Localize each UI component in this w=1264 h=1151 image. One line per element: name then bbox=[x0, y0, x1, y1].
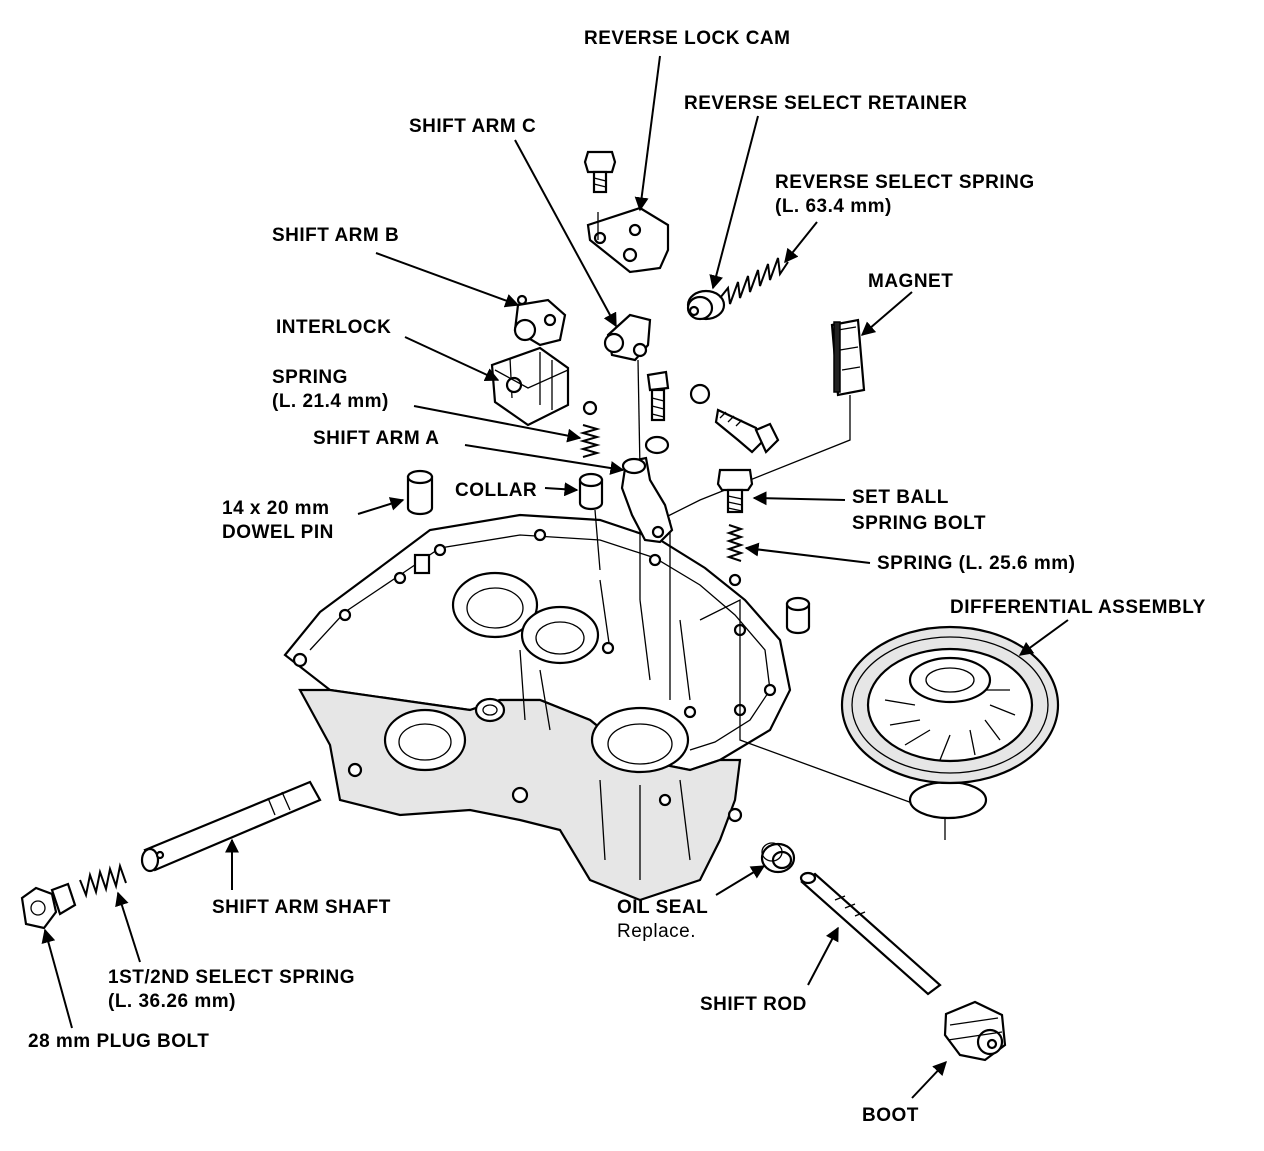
bolt-center bbox=[644, 370, 670, 455]
dowel-pin-right bbox=[785, 596, 811, 635]
shift-arm-b bbox=[513, 294, 567, 347]
label-spring: SPRING bbox=[272, 367, 348, 388]
label-shift-arm-shaft: SHIFT ARM SHAFT bbox=[212, 897, 391, 918]
label-dowel-pin: DOWEL PIN bbox=[222, 522, 334, 543]
differential-assembly bbox=[840, 625, 1060, 820]
label-interlock: INTERLOCK bbox=[276, 317, 392, 338]
label-select-spring: 1ST/2ND SELECT SPRING bbox=[108, 967, 355, 988]
shift-arm-a bbox=[620, 456, 674, 544]
label-reverse-select-retainer: REVERSE SELECT RETAINER bbox=[684, 93, 968, 114]
collar bbox=[578, 472, 604, 511]
oil-seal bbox=[760, 842, 796, 874]
transmission-housing bbox=[283, 395, 946, 902]
label-select-spring-length: (L. 36.26 mm) bbox=[108, 991, 236, 1012]
callout-arrows bbox=[41, 55, 1069, 1099]
spring-25 bbox=[725, 524, 745, 587]
label-differential-assembly: DIFFERENTIAL ASSEMBLY bbox=[950, 597, 1206, 618]
shift-arm-shaft bbox=[140, 780, 322, 873]
label-oil-seal: OIL SEAL bbox=[617, 897, 709, 918]
reverse-lock-cam bbox=[586, 206, 670, 274]
label-reverse-lock-cam: REVERSE LOCK CAM bbox=[584, 28, 791, 49]
label-collar: COLLAR bbox=[455, 480, 538, 501]
bolt-top bbox=[583, 150, 617, 194]
plug-bolt bbox=[20, 882, 77, 930]
label-magnet: MAGNET bbox=[868, 271, 954, 292]
bolt-right bbox=[689, 383, 780, 454]
label-shift-arm-a: SHIFT ARM A bbox=[313, 428, 440, 449]
select-spring bbox=[79, 862, 127, 899]
label-dowel-pin-size: 14 x 20 mm bbox=[222, 498, 330, 519]
dowel-pin-left bbox=[406, 469, 434, 516]
label-oil-seal-note: Replace. bbox=[617, 921, 696, 942]
label-reverse-select-spring: REVERSE SELECT SPRING bbox=[775, 172, 1035, 193]
label-set-ball: SET BALL bbox=[852, 487, 949, 508]
label-shift-rod: SHIFT ROD bbox=[700, 994, 807, 1015]
label-reverse-select-spring-length: (L. 63.4 mm) bbox=[775, 196, 892, 217]
shift-arm-c bbox=[603, 313, 652, 471]
boot bbox=[943, 1000, 1007, 1062]
label-shift-arm-b: SHIFT ARM B bbox=[272, 225, 400, 246]
label-spring-length: (L. 21.4 mm) bbox=[272, 391, 389, 412]
label-spring-bolt: SPRING BOLT bbox=[852, 513, 986, 534]
magnet bbox=[830, 318, 866, 397]
set-ball-spring-bolt bbox=[716, 468, 754, 514]
label-shift-arm-c: SHIFT ARM C bbox=[409, 116, 537, 137]
reverse-select-retainer bbox=[686, 289, 726, 321]
label-boot: BOOT bbox=[862, 1105, 919, 1126]
label-spring-25: SPRING (L. 25.6 mm) bbox=[877, 553, 1076, 574]
small-spring-ball bbox=[579, 400, 601, 458]
label-plug-bolt: 28 mm PLUG BOLT bbox=[28, 1031, 210, 1052]
shift-rod bbox=[799, 871, 942, 996]
reverse-select-spring bbox=[719, 257, 789, 305]
interlock bbox=[490, 346, 570, 427]
